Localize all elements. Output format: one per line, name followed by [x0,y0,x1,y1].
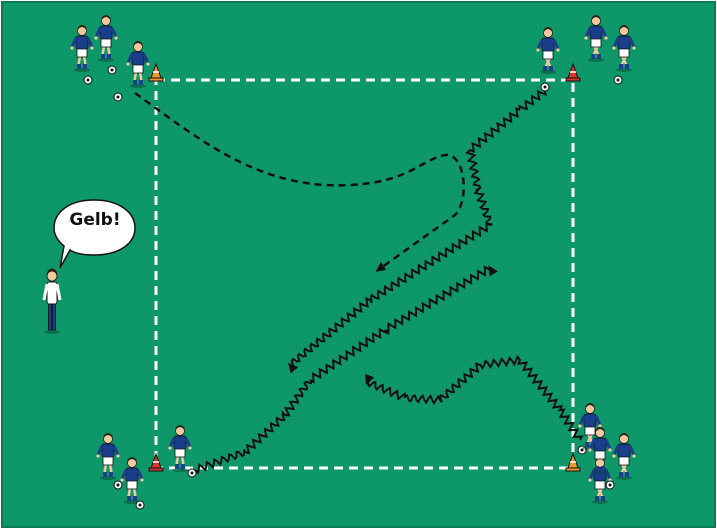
ball [606,481,614,489]
ball [114,481,122,489]
ball [541,83,549,91]
coach-call-text: Gelb! [56,210,134,230]
ball [84,76,92,84]
ball [136,501,144,509]
ball [614,76,622,84]
ball [108,66,116,74]
ball [114,93,122,101]
ball [188,469,196,477]
